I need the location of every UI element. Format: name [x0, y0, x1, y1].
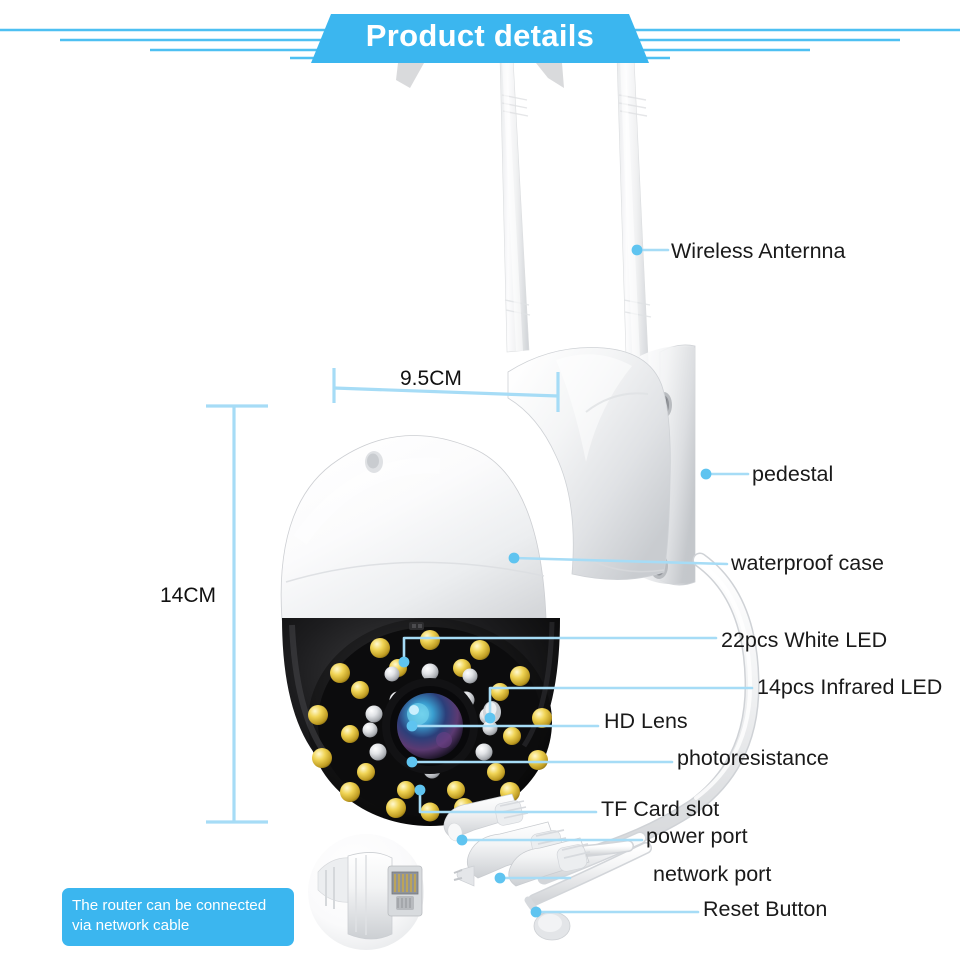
- callout-label-wireless-antenna: Wireless Anternna: [671, 239, 846, 263]
- banner-side-lines: [0, 28, 960, 60]
- router-note-line1: The router can be connected: [72, 897, 267, 914]
- callout-label-tf-card-slot: TF Card slot: [601, 797, 720, 821]
- led-ring-inner: [362, 666, 498, 738]
- waterproof-case: [280, 435, 547, 621]
- callout-label-white-led: 22pcs White LED: [721, 628, 888, 652]
- callout-label-infrared-led: 14pcs Infrared LED: [757, 675, 943, 699]
- mount-arm: [507, 347, 671, 580]
- banner-shape: [311, 14, 649, 63]
- callout-dots: [398, 244, 712, 918]
- ribbon-fold-right: [536, 63, 564, 88]
- router-note-box: The router can be connected via network …: [62, 888, 294, 946]
- callout-label-power-port: power port: [646, 824, 748, 848]
- callout-label-hd-lens: HD Lens: [604, 709, 688, 733]
- led-ring-outer: [308, 630, 552, 822]
- callout-label-reset-button: Reset Button: [703, 897, 828, 921]
- camera-head: [282, 618, 560, 826]
- callout-label-pedestal: pedestal: [752, 462, 834, 486]
- callout-label-network-port: network port: [653, 862, 772, 886]
- rj45-inset: [308, 834, 424, 950]
- dimension-height-label: 14CM: [160, 584, 217, 607]
- callout-label-waterproof-case: waterproof case: [731, 551, 884, 575]
- router-note-line2: via network cable: [72, 917, 190, 935]
- antenna-left: [499, 57, 531, 353]
- callout-label-photoresistance: photoresistance: [677, 746, 829, 770]
- ribbon-fold-left: [396, 63, 424, 88]
- dimension-width-label: 9.5CM: [400, 367, 462, 390]
